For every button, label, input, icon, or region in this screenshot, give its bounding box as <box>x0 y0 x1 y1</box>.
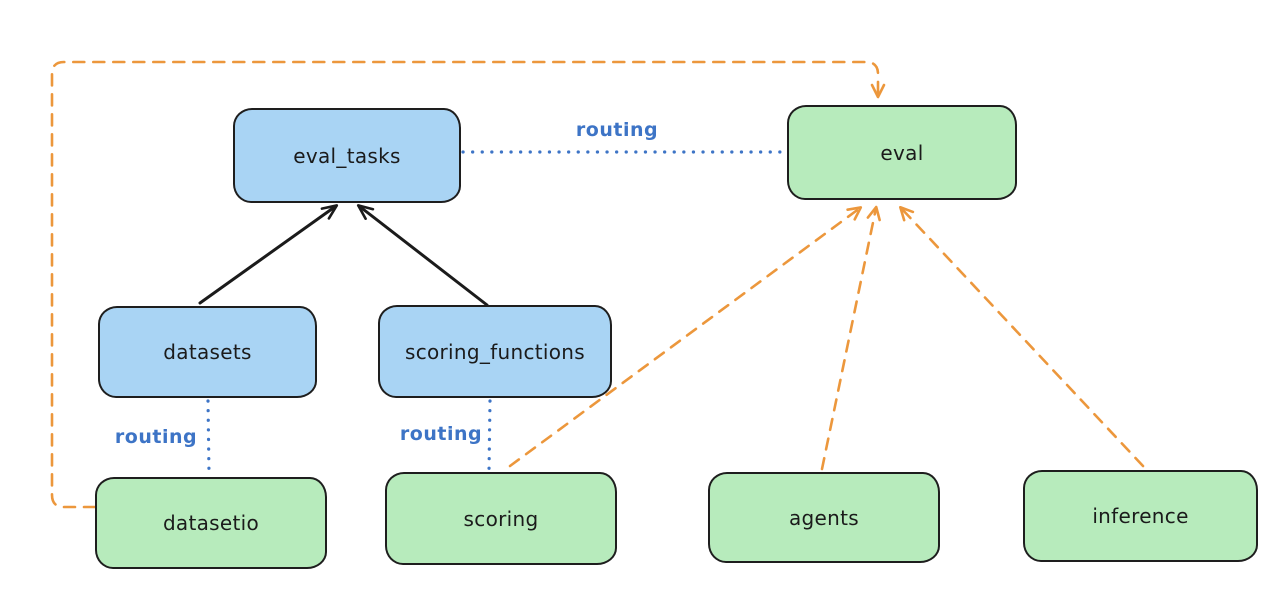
arrow-datasetio-to-eval <box>50 60 886 509</box>
node-eval: eval <box>787 105 1017 200</box>
node-scoring-functions: scoring_functions <box>378 305 612 398</box>
node-inference-label: inference <box>1092 504 1189 528</box>
arrow-scoring-to-eval <box>508 206 863 468</box>
routing-label-eval-tasks-eval: routing <box>575 119 659 141</box>
node-datasets-label: datasets <box>163 340 252 364</box>
routing-label-scoring-functions-scoring: routing <box>399 423 483 445</box>
routing-line-datasets-datasetio <box>206 399 211 475</box>
arrow-datasets-to-eval-tasks <box>198 204 339 305</box>
node-scoring: scoring <box>385 472 617 565</box>
node-datasetio: datasetio <box>95 477 327 569</box>
node-agents: agents <box>708 472 940 563</box>
node-eval-tasks: eval_tasks <box>233 108 461 203</box>
routing-label-datasets-datasetio: routing <box>114 426 198 448</box>
arrow-inference-to-eval <box>899 205 1145 468</box>
routing-line-scoring-functions-scoring <box>487 399 492 473</box>
node-datasets: datasets <box>98 306 317 398</box>
arrow-agents-to-eval <box>820 205 881 471</box>
node-datasetio-label: datasetio <box>162 511 260 535</box>
node-eval-label: eval <box>880 140 924 165</box>
node-eval-tasks-label: eval_tasks <box>293 143 401 168</box>
node-scoring-functions-label: scoring_functions <box>404 339 586 364</box>
node-inference: inference <box>1023 470 1258 562</box>
arrow-scoring-functions-to-eval-tasks <box>356 204 489 307</box>
node-agents-label: agents <box>789 505 859 530</box>
node-scoring-label: scoring <box>463 506 539 531</box>
